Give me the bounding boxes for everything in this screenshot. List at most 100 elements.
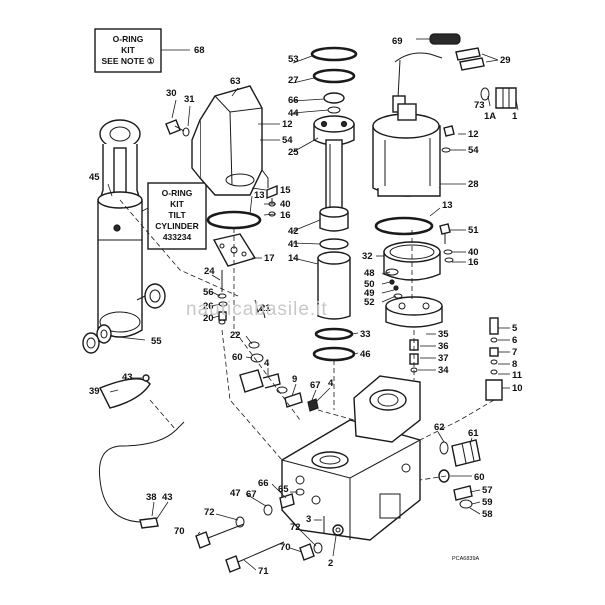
callout-70-right: 70 <box>280 542 291 553</box>
callout-53: 53 <box>288 54 299 65</box>
pump-body-35 <box>385 296 443 328</box>
terminals-29 <box>455 47 499 71</box>
callout-60-left: 60 <box>232 352 243 363</box>
callout-43-top: 43 <box>122 372 133 383</box>
tilt-cylinder <box>82 119 166 354</box>
bolt-71 <box>225 541 285 573</box>
oring-13-right <box>374 216 434 236</box>
callout-13-left: 13 <box>254 190 265 201</box>
callout-12-left: 12 <box>282 119 293 130</box>
screws-right-top <box>441 125 455 153</box>
callout-29: 29 <box>500 55 511 66</box>
check-valve-left <box>239 341 319 412</box>
svg-text:O-RING: O-RING <box>113 34 144 44</box>
svg-text:TILT: TILT <box>168 210 186 220</box>
callout-72-right: 72 <box>290 522 301 533</box>
manual-release-61 <box>438 439 481 509</box>
valve-stack-24 <box>217 270 266 325</box>
trim-housing <box>191 85 269 196</box>
watermark: nauticabasile.it <box>186 299 328 320</box>
callout-10: 10 <box>512 383 523 394</box>
callout-46: 46 <box>360 349 371 360</box>
callout-67-top: 67 <box>310 380 321 391</box>
leader-lines <box>107 55 519 571</box>
callout-56: 56 <box>203 287 214 298</box>
callout-49: 49 <box>364 288 375 299</box>
bolt-70-left <box>195 523 245 549</box>
callout-27: 27 <box>288 75 299 86</box>
callout-58: 58 <box>482 509 493 520</box>
callout-59: 59 <box>482 497 493 508</box>
pump-parts-48 <box>385 268 403 299</box>
callout-5: 5 <box>512 323 518 334</box>
callout-67-bottom: 67 <box>246 489 257 500</box>
svg-text:CYLINDER: CYLINDER <box>155 221 198 231</box>
oring-13-left <box>206 210 262 230</box>
note-box-oring-kit: O-RING KIT SEE NOTE ① <box>94 28 190 73</box>
callout-66-top: 66 <box>288 95 299 106</box>
manifold-housing <box>281 375 421 541</box>
callout-31: 31 <box>184 94 195 105</box>
callout-44: 44 <box>288 108 299 119</box>
fitting-1 <box>480 87 517 109</box>
callout-69: 69 <box>392 36 403 47</box>
callout-24: 24 <box>204 266 215 277</box>
callout-54-right: 54 <box>468 145 479 156</box>
svg-text:KIT: KIT <box>170 199 185 209</box>
plate-17 <box>212 233 257 267</box>
callout-48: 48 <box>364 268 375 279</box>
callout-1: 1 <box>512 111 518 122</box>
callout-38: 38 <box>146 492 157 503</box>
callout-35: 35 <box>438 329 449 340</box>
callout-52: 52 <box>364 297 375 308</box>
pump-motor <box>372 52 443 197</box>
callout-54-left: 54 <box>282 135 293 146</box>
callout-26: 26 <box>203 301 214 312</box>
callout-16-left: 16 <box>280 210 291 221</box>
callout-7: 7 <box>512 347 517 358</box>
callout-28: 28 <box>468 179 479 190</box>
callout-73: 73 <box>474 100 485 111</box>
assembly-lines <box>119 199 495 481</box>
callout-72-left: 72 <box>204 507 215 518</box>
callout-62: 62 <box>434 422 445 433</box>
callout-34: 34 <box>438 365 449 376</box>
svg-text:O-RING: O-RING <box>162 188 193 198</box>
callout-61: 61 <box>468 428 479 439</box>
callout-32: 32 <box>362 251 373 262</box>
callout-22: 22 <box>230 330 241 341</box>
washer-72-left <box>235 516 245 528</box>
callout-51: 51 <box>468 225 479 236</box>
washer-72-right <box>313 542 323 554</box>
callout-68: 68 <box>194 45 205 56</box>
callout-63: 63 <box>230 76 241 87</box>
callout-1a: 1A <box>484 111 496 122</box>
callout-42: 42 <box>288 226 299 237</box>
callout-21: 21 <box>260 303 271 314</box>
callout-9: 9 <box>292 374 297 385</box>
drawing-code: PCA6839A <box>452 556 480 562</box>
callout-6: 6 <box>512 335 517 346</box>
svg-text:KIT: KIT <box>121 45 136 55</box>
callout-16-right: 16 <box>468 257 479 268</box>
callout-2: 2 <box>328 558 333 569</box>
callout-8: 8 <box>512 359 517 370</box>
callout-labels: 68 63 30 31 45 12 54 15 13 40 16 17 53 2… <box>89 36 523 577</box>
screw-30 <box>165 119 190 137</box>
callout-65: 65 <box>278 484 289 495</box>
callout-50: 50 <box>364 279 375 290</box>
callout-47: 47 <box>230 488 241 499</box>
callout-17: 17 <box>264 253 275 264</box>
callout-36: 36 <box>438 341 449 352</box>
callout-12-right: 12 <box>468 129 479 140</box>
callout-15: 15 <box>280 185 291 196</box>
svg-text:SEE NOTE ①: SEE NOTE ① <box>102 56 155 66</box>
callout-11: 11 <box>512 370 523 381</box>
callout-41: 41 <box>288 239 299 250</box>
valve-stack-right <box>485 317 503 401</box>
callout-33: 33 <box>360 329 371 340</box>
washer-stack-left <box>266 184 278 217</box>
callout-45: 45 <box>89 172 100 183</box>
callout-40-right: 40 <box>468 247 479 258</box>
